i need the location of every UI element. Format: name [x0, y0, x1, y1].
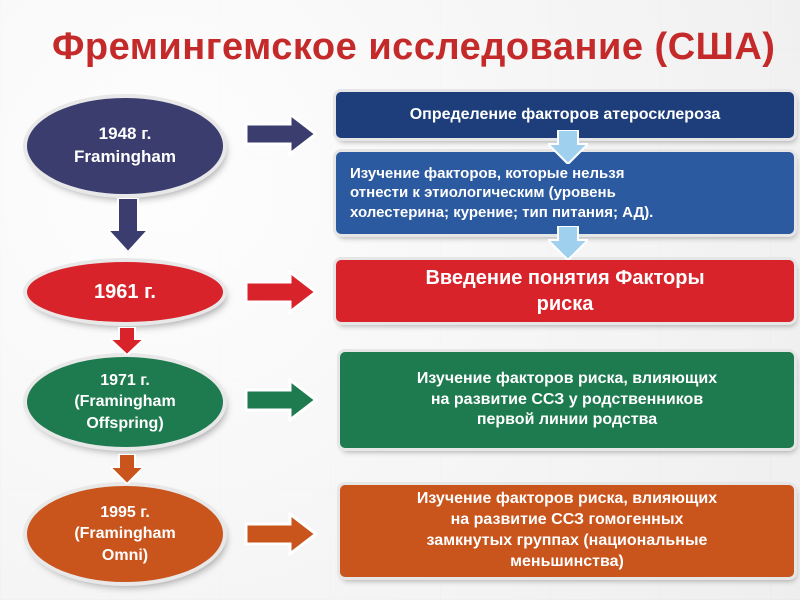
- stage-1948-oval: 1948 г. Framingham: [27, 98, 223, 194]
- right-arrow-icon: [244, 270, 318, 314]
- stage-1995-oval: 1995 г. (Framingham Omni): [27, 486, 223, 582]
- box-text: Изучение факторов риска, влияющих на раз…: [416, 369, 718, 429]
- box-text: Введение понятия Факторы риска: [425, 267, 705, 315]
- right-arrow-icon: [244, 112, 318, 156]
- box-text: Определение факторов атеросклероза: [409, 105, 721, 123]
- box-text: Изучение факторов, которые нельзя отнест…: [350, 164, 654, 221]
- right-arrow-icon: [244, 512, 318, 556]
- box-relatives-risk-factors: Изучение факторов риска, влияющих на раз…: [340, 352, 794, 448]
- box-homogeneous-groups-risk-factors: Изучение факторов риска, влияющих на раз…: [340, 485, 794, 577]
- down-arrow-icon: [548, 226, 588, 260]
- stage-1961-oval: 1961 г.: [27, 262, 223, 322]
- down-arrow-icon: [110, 327, 144, 355]
- stage-1971-oval: 1971 г. (Framingham Offspring): [27, 357, 223, 447]
- right-arrow-icon: [244, 378, 318, 422]
- down-arrow-icon: [108, 198, 148, 252]
- page-title: Фремингемское исследование (США): [52, 26, 776, 68]
- down-arrow-icon: [548, 130, 588, 164]
- box-text: Изучение факторов риска, влияющих на раз…: [416, 490, 718, 570]
- box-atherosclerosis-factors: Определение факторов атеросклероза: [336, 92, 794, 138]
- box-risk-factors-concept: Введение понятия Факторы риска: [336, 260, 794, 322]
- down-arrow-icon: [110, 454, 144, 484]
- box-non-etiological-factors: Изучение факторов, которые нельзя отнест…: [336, 152, 794, 234]
